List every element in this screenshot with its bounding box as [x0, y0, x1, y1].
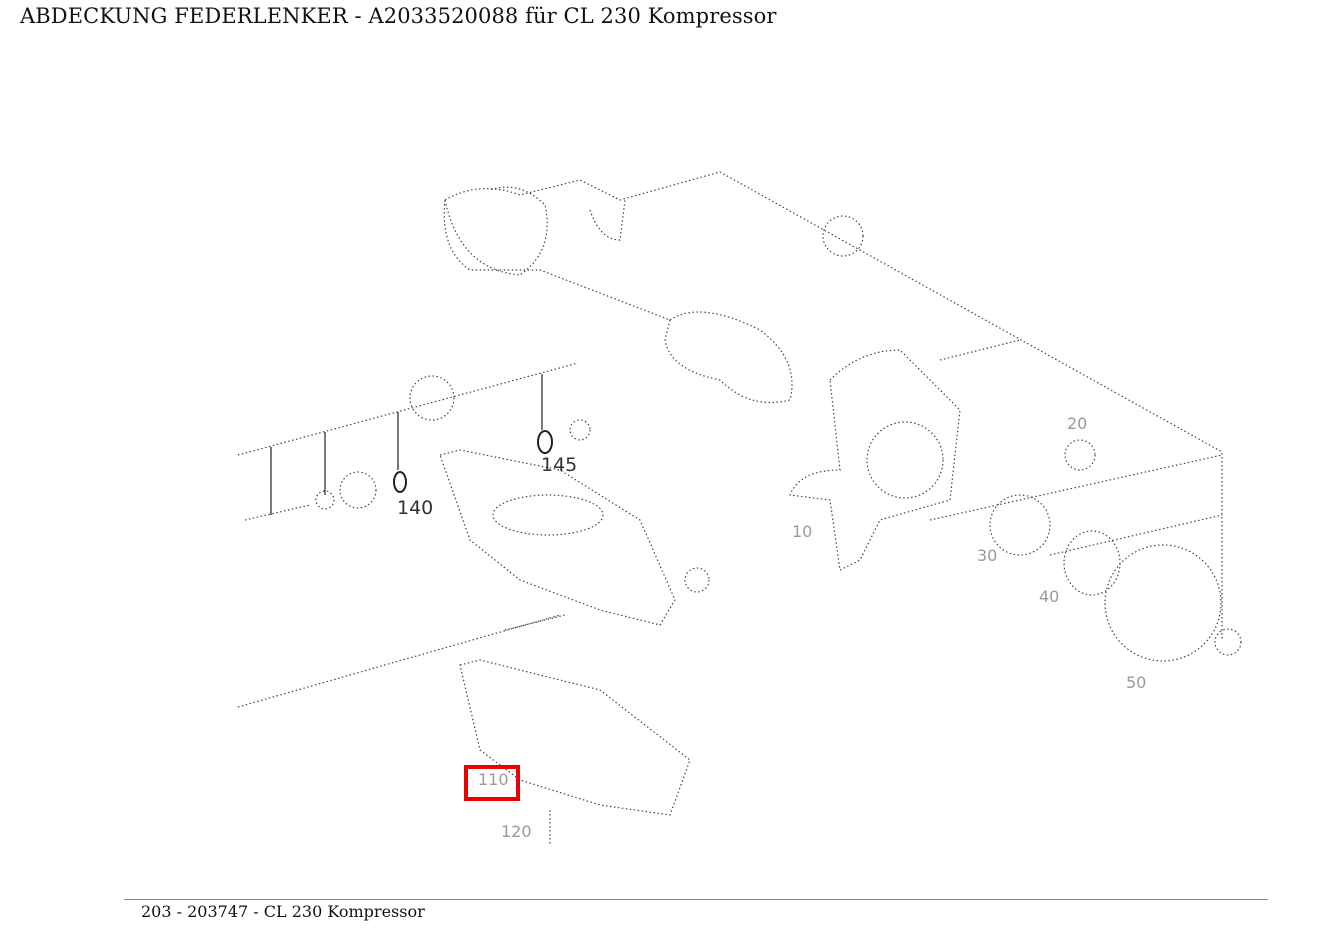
bushing-part: [339, 471, 377, 509]
axle-end-left: [444, 186, 548, 276]
part-label-110[interactable]: 110: [478, 770, 509, 789]
washer-part: [315, 490, 335, 510]
hub-part: [989, 494, 1051, 556]
washer-140: [393, 471, 407, 493]
axle-body: [443, 199, 671, 321]
guide-line: [1049, 514, 1223, 556]
guide-line: [237, 362, 579, 456]
guide-line: [939, 339, 1021, 361]
part-label-145[interactable]: 145: [541, 454, 578, 476]
hub-nut: [1214, 628, 1242, 656]
part-label-30[interactable]: 30: [977, 546, 998, 565]
part-label-20[interactable]: 20: [1067, 414, 1088, 433]
spring-link-cover: [459, 659, 691, 816]
bolt-part: [244, 504, 311, 521]
axle-tube: [444, 171, 1223, 640]
part-label-50[interactable]: 50: [1126, 673, 1147, 692]
guide-line: [929, 454, 1223, 521]
footer-model-info: 203 - 203747 - CL 230 Kompressor: [141, 902, 425, 921]
part-label-40[interactable]: 40: [1039, 587, 1060, 606]
washer-145: [537, 430, 553, 454]
part-label-140[interactable]: 140: [397, 497, 434, 519]
brake-disc: [1104, 544, 1222, 662]
wheel-bearing: [866, 421, 944, 499]
shock-body: [664, 311, 793, 404]
page-title: ABDECKUNG FEDERLENKER - A2033520088 für …: [20, 4, 777, 28]
bracket-part: [589, 199, 626, 241]
mount-part: [409, 375, 455, 421]
spring-seat: [492, 494, 604, 536]
nut-part: [1064, 439, 1096, 471]
steering-knuckle: [789, 349, 961, 571]
highlighted-part-marker: [464, 765, 520, 801]
part-label-10[interactable]: 10: [792, 522, 813, 541]
part-label-120[interactable]: 120: [501, 822, 532, 841]
spring-link: [439, 449, 676, 626]
seal-ring: [1063, 530, 1121, 596]
washer-part: [684, 567, 710, 593]
footer-divider: [124, 899, 1268, 900]
bushing-part: [822, 215, 864, 257]
guide-line: [237, 614, 561, 708]
nut-part: [569, 419, 591, 441]
